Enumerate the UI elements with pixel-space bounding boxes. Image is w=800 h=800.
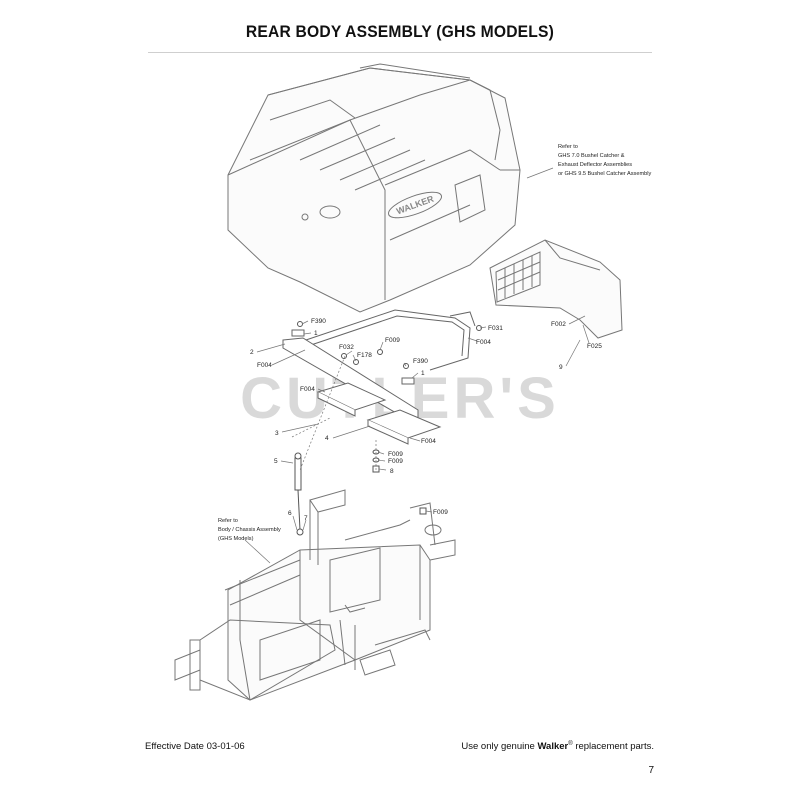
chassis-reference-note: Refer to Body / Chassis Assembly (GHS Mo… bbox=[218, 518, 282, 542]
title-divider bbox=[148, 52, 652, 53]
callout-f032: F032 bbox=[339, 344, 354, 351]
genuine-suffix: replacement parts. bbox=[575, 741, 654, 753]
genuine-parts-note: Use only genuine Walker® replacement par… bbox=[461, 741, 654, 752]
exhaust-deflector bbox=[489, 239, 623, 339]
callout-f004: F004 bbox=[476, 339, 491, 346]
callout-f025: F025 bbox=[587, 343, 602, 350]
rear-body-housing bbox=[227, 63, 521, 313]
callout-f009: F009 bbox=[433, 509, 448, 516]
registered-mark: ® bbox=[568, 741, 573, 747]
page-title: REAR BODY ASSEMBLY (GHS MODELS) bbox=[245, 22, 555, 41]
effective-date: Effective Date 03-01-06 bbox=[145, 741, 245, 752]
callout-f004: F004 bbox=[300, 386, 315, 393]
callout-f178: F178 bbox=[357, 352, 372, 359]
gas-spring bbox=[294, 452, 304, 536]
callout-f031: F031 bbox=[488, 325, 503, 332]
callout-f390: F390 bbox=[413, 358, 428, 365]
callout-7: 7 bbox=[304, 515, 308, 522]
callout-f009: F009 bbox=[388, 451, 403, 458]
callout-f390: F390 bbox=[311, 318, 326, 325]
callout-1: 1 bbox=[421, 370, 425, 377]
callout-labels: F390 1 2 F004 F032 F178 F009 F390 1 F031… bbox=[250, 318, 602, 522]
leader-lines bbox=[244, 167, 590, 564]
catcher-reference-note: Refer to GHS 7.0 Bushel Catcher & Exhaus… bbox=[558, 144, 651, 177]
callout-f004: F004 bbox=[421, 438, 436, 445]
callout-4: 4 bbox=[325, 435, 329, 442]
callout-1: 1 bbox=[314, 330, 318, 337]
chassis-frame bbox=[174, 489, 456, 701]
callout-f009: F009 bbox=[388, 458, 403, 465]
callout-f002: F002 bbox=[551, 321, 566, 328]
page-number: 7 bbox=[648, 765, 654, 776]
walker-badge: WALKER bbox=[388, 191, 442, 219]
callout-3: 3 bbox=[275, 430, 279, 437]
callout-2: 2 bbox=[250, 349, 254, 356]
mounting-plates bbox=[291, 329, 442, 445]
callout-6: 6 bbox=[288, 510, 292, 517]
brand-name: Walker bbox=[537, 741, 569, 753]
callout-f009: F009 bbox=[385, 337, 400, 344]
genuine-prefix: Use only genuine bbox=[461, 741, 535, 753]
callout-f004: F004 bbox=[257, 362, 272, 369]
callout-5: 5 bbox=[274, 458, 278, 465]
callout-8: 8 bbox=[390, 468, 394, 475]
callout-9: 9 bbox=[559, 364, 563, 371]
